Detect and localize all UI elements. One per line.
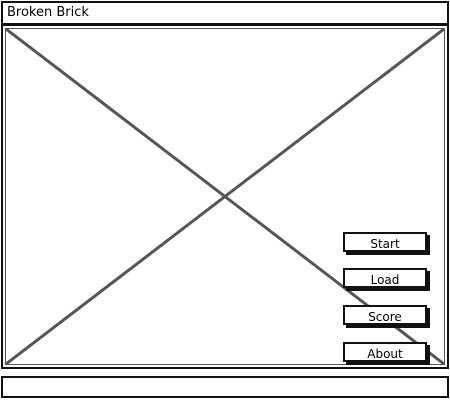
start-button[interactable]: Start xyxy=(343,232,427,252)
load-button[interactable]: Load xyxy=(343,268,427,288)
about-button[interactable]: About xyxy=(343,342,427,362)
game-canvas[interactable] xyxy=(1,24,449,369)
score-button[interactable]: Score xyxy=(343,305,427,325)
status-bar xyxy=(1,376,449,398)
window-title: Broken Brick xyxy=(7,5,89,20)
title-bar: Broken Brick xyxy=(1,1,449,25)
